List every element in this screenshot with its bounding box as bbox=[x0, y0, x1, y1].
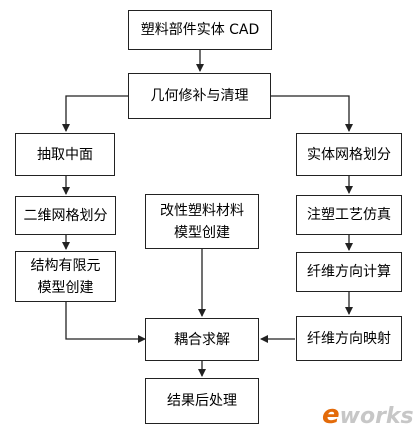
arrow-repair-to-midplane bbox=[62, 95, 128, 132]
watermark-rest: works bbox=[339, 404, 414, 429]
node-solid-mesh: 实体网格划分 bbox=[296, 133, 402, 176]
node-geometry-repair: 几何修补与清理 bbox=[128, 73, 271, 119]
node-material-model: 改性塑料材料模型创建 bbox=[145, 194, 259, 249]
watermark-e: e bbox=[322, 400, 340, 430]
node-fiber-orientation-map: 纤维方向映射 bbox=[296, 316, 402, 361]
node-structural-fem-model: 结构有限元模型创建 bbox=[15, 251, 116, 302]
arrow-repair-to-solidmesh bbox=[271, 95, 353, 132]
node-injection-molding-sim: 注塑工艺仿真 bbox=[296, 195, 402, 235]
node-coupled-solve: 耦合求解 bbox=[145, 318, 259, 361]
node-fiber-orientation-calc: 纤维方向计算 bbox=[296, 252, 402, 292]
node-postprocess: 结果后处理 bbox=[145, 378, 259, 424]
node-2d-mesh: 二维网格划分 bbox=[15, 196, 116, 235]
eworks-watermark-logo: eworks bbox=[322, 400, 414, 434]
node-extract-midplane: 抽取中面 bbox=[15, 133, 115, 176]
arrow-fem-to-coupled bbox=[65, 302, 146, 343]
node-cad: 塑料部件实体 CAD bbox=[128, 10, 272, 50]
